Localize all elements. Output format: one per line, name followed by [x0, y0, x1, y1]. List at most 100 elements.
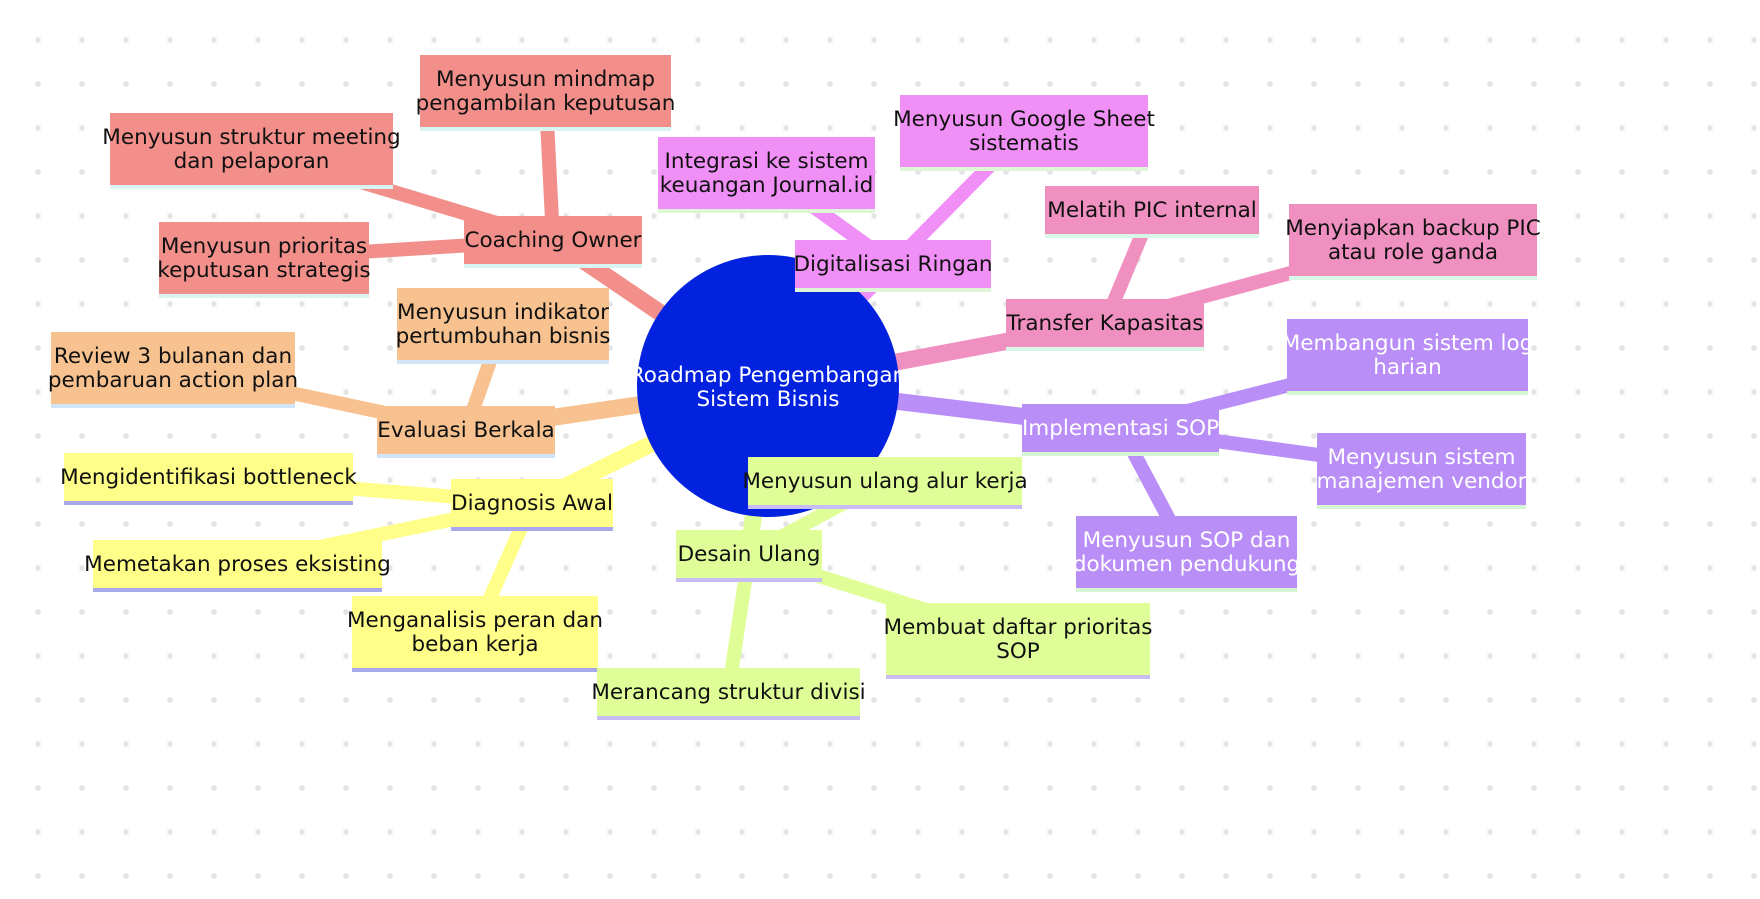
- branch-label: Digitalisasi Ringan: [793, 252, 992, 277]
- child-node-menyusun-indikator-pertumbuhan-bisnis-underline: [397, 360, 609, 364]
- child-node-memetakan-proses-eksisting-underline: [93, 588, 382, 592]
- branch-node-coaching-owner: Coaching Owner: [464, 216, 642, 268]
- branch-node-transfer-kapasitas: Transfer Kapasitas: [1006, 299, 1204, 351]
- branch-label: Diagnosis Awal: [451, 491, 613, 516]
- child-node-merancang-struktur-divisi-label-line: Merancang struktur divisi: [591, 680, 865, 705]
- branch-underline: [1006, 347, 1204, 351]
- root-node-circle: [637, 255, 899, 517]
- child-node-menyusun-mindmap-pengambilan-keputusan-label-line: pengambilan keputusan: [416, 91, 676, 116]
- branch-underline: [795, 288, 991, 292]
- branch-label: Transfer Kapasitas: [1006, 311, 1204, 336]
- branch-node-evaluasi-berkala: Evaluasi Berkala: [377, 406, 555, 458]
- root-node-label-line: Sistem Bisnis: [697, 387, 840, 412]
- child-node-menyusun-mindmap-pengambilan-keputusan-label-line: Menyusun mindmap: [436, 67, 655, 92]
- branch-label: Desain Ulang: [678, 542, 821, 567]
- child-node-menyusun-google-sheet-sistematis-underline: [900, 167, 1148, 171]
- child-node-menyusun-indikator-pertumbuhan-bisnis-label-line: pertumbuhan bisnis: [396, 324, 611, 349]
- child-node-membuat-daftar-prioritas-sop-box: [886, 603, 1150, 675]
- child-node-menganalisis-peran-dan-beban-kerja-label-line: beban kerja: [411, 632, 538, 657]
- child-node-membangun-sistem-log-harian-box: [1287, 319, 1528, 391]
- child-node-memetakan-proses-eksisting-label-line: Memetakan proses eksisting: [84, 552, 391, 577]
- child-node-melatih-pic-internal-label-line: Melatih PIC internal: [1047, 198, 1256, 223]
- child-node-menyusun-google-sheet-sistematis-label-line: Menyusun Google Sheet: [893, 107, 1155, 132]
- child-node-menyusun-sistem-manajemen-vendor-box: [1317, 433, 1526, 505]
- child-node-menyiapkan-backup-pic-atau-role-ganda-underline: [1289, 276, 1537, 280]
- child-node-menyusun-google-sheet-sistematis-label-line: sistematis: [969, 131, 1079, 156]
- child-node-menyusun-indikator-pertumbuhan-bisnis-box: [397, 288, 609, 360]
- branch-box: [676, 530, 822, 578]
- child-node-menyusun-mindmap-pengambilan-keputusan-box: [420, 55, 671, 127]
- branch-label: Implementasi SOP: [1022, 416, 1219, 441]
- child-node-merancang-struktur-divisi-box: [597, 668, 860, 716]
- child-node-menyusun-struktur-meeting-dan-pelaporan-underline: [110, 185, 393, 189]
- child-node-menganalisis-peran-dan-beban-kerja-underline: [352, 668, 598, 672]
- child-node-menyusun-prioritas-keputusan-strategis-label-line: Menyusun prioritas: [161, 234, 367, 259]
- branch-box: [1006, 299, 1204, 347]
- child-node-menyusun-prioritas-keputusan-strategis-label-line: keputusan strategis: [157, 258, 370, 283]
- branch-node-desain-ulang: Desain Ulang: [676, 530, 822, 582]
- child-node-mengidentifikasi-bottleneck-underline: [64, 501, 353, 505]
- child-node-melatih-pic-internal-underline: [1045, 234, 1259, 238]
- child-node-menyusun-ulang-alur-kerja: Menyusun ulang alur kerja: [742, 457, 1028, 509]
- child-node-menyiapkan-backup-pic-atau-role-ganda-box: [1289, 204, 1537, 276]
- child-node-membangun-sistem-log-harian-underline: [1287, 391, 1528, 395]
- child-node-menyusun-indikator-pertumbuhan-bisnis-label-line: Menyusun indikator: [397, 300, 609, 325]
- child-node-merancang-struktur-divisi: Merancang struktur divisi: [591, 668, 866, 720]
- child-node-membuat-daftar-prioritas-sop-label-line: SOP: [996, 639, 1040, 664]
- branch-label: Evaluasi Berkala: [377, 418, 554, 443]
- child-node-review-3-bulanan-dan-pembaruan-action-plan-box: [51, 332, 295, 404]
- child-node-menyusun-struktur-meeting-dan-pelaporan-label-line: Menyusun struktur meeting: [102, 125, 400, 150]
- child-node-menyusun-mindmap-pengambilan-keputusan-underline: [420, 127, 671, 131]
- branch-box: [795, 240, 991, 288]
- child-node-mengidentifikasi-bottleneck: Mengidentifikasi bottleneck: [60, 453, 357, 505]
- branch-underline: [1022, 452, 1219, 456]
- child-node-mengidentifikasi-bottleneck-box: [64, 453, 353, 501]
- branch-box: [464, 216, 642, 264]
- branch-node-digitalisasi-ringan: Digitalisasi Ringan: [793, 240, 993, 292]
- child-node-menyusun-struktur-meeting-dan-pelaporan-label-line: dan pelaporan: [174, 149, 330, 174]
- child-node-menganalisis-peran-dan-beban-kerja-box: [352, 596, 598, 668]
- child-node-menyusun-ulang-alur-kerja-underline: [748, 505, 1022, 509]
- child-node-menganalisis-peran-dan-beban-kerja-label-line: Menganalisis peran dan: [347, 608, 603, 633]
- branch-node-diagnosis-awal: Diagnosis Awal: [451, 479, 613, 531]
- child-node-membangun-sistem-log-harian-label-line: harian: [1373, 355, 1441, 380]
- branch-underline: [464, 264, 642, 268]
- child-node-integrasi-ke-sistem-keuangan-journal-id-label-line: keuangan Journal.id: [660, 173, 873, 198]
- child-node-melatih-pic-internal: Melatih PIC internal: [1045, 186, 1259, 238]
- branch-box: [451, 479, 613, 527]
- child-node-menyusun-sop-dan-dokumen-pendukung-box: [1076, 516, 1297, 588]
- child-node-memetakan-proses-eksisting: Memetakan proses eksisting: [84, 540, 391, 592]
- child-node-menyusun-sistem-manajemen-vendor-label-line: Menyusun sistem: [1327, 445, 1515, 470]
- branch-node-implementasi-sop: Implementasi SOP: [1022, 404, 1219, 456]
- child-node-menyusun-sistem-manajemen-vendor-underline: [1317, 505, 1526, 509]
- branch-underline: [451, 527, 613, 531]
- child-node-menyusun-struktur-meeting-dan-pelaporan-box: [110, 113, 393, 185]
- child-node-melatih-pic-internal-box: [1045, 186, 1259, 234]
- child-node-mengidentifikasi-bottleneck-label-line: Mengidentifikasi bottleneck: [60, 465, 357, 490]
- child-node-menyusun-ulang-alur-kerja-label-line: Menyusun ulang alur kerja: [742, 469, 1027, 494]
- branch-label: Coaching Owner: [464, 228, 641, 253]
- child-node-menyiapkan-backup-pic-atau-role-ganda-label-line: atau role ganda: [1328, 240, 1498, 265]
- root-node-label-line: Roadmap Pengembangan: [630, 363, 906, 388]
- child-node-membuat-daftar-prioritas-sop-underline: [886, 675, 1150, 679]
- child-node-menyusun-sop-dan-dokumen-pendukung-label-line: dokumen pendukung: [1073, 552, 1300, 577]
- child-node-menyiapkan-backup-pic-atau-role-ganda-label-line: Menyiapkan backup PIC: [1285, 216, 1541, 241]
- child-node-memetakan-proses-eksisting-box: [93, 540, 382, 588]
- branch-underline: [676, 578, 822, 582]
- child-node-review-3-bulanan-dan-pembaruan-action-plan-label-line: pembaruan action plan: [48, 368, 298, 393]
- child-node-menyusun-sistem-manajemen-vendor-label-line: manajemen vendor: [1317, 469, 1527, 494]
